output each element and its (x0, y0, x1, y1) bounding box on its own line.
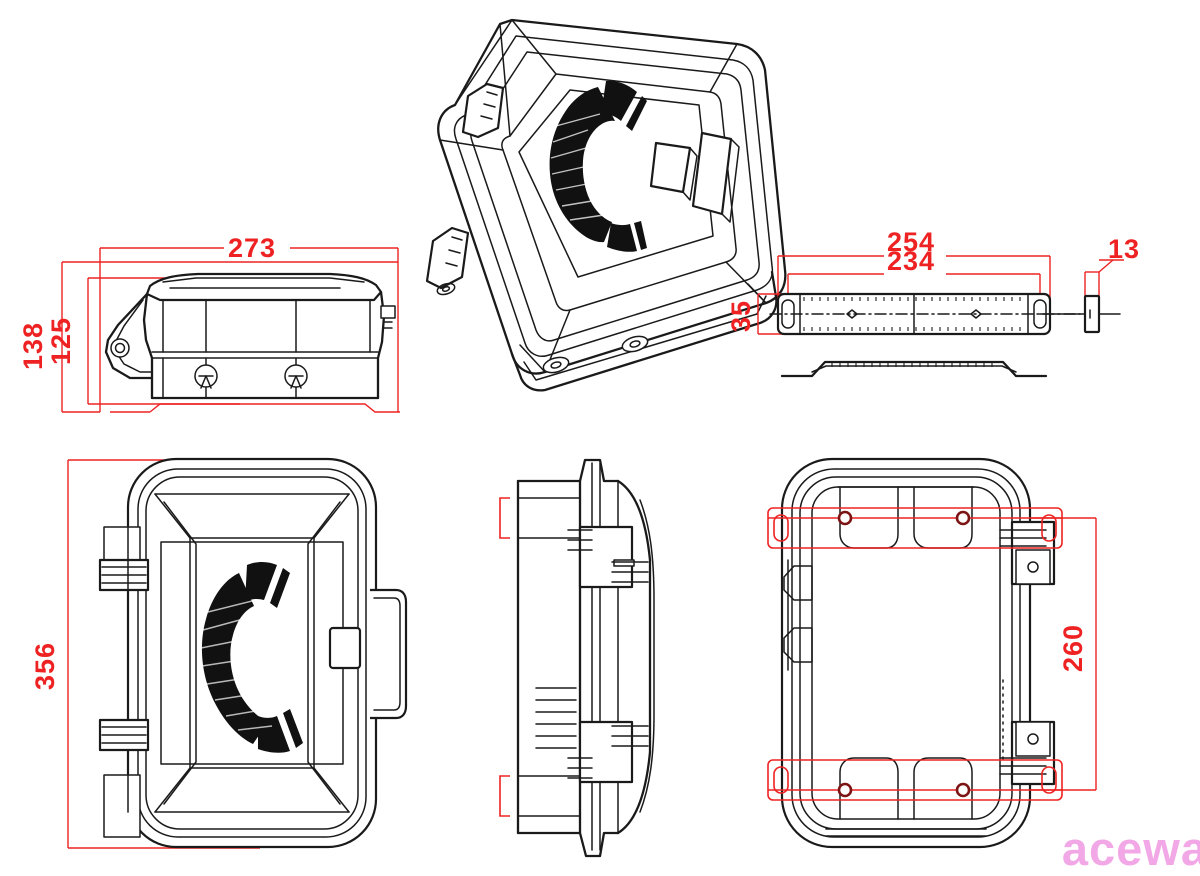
door-handle-right (370, 588, 408, 720)
mounting-hole-band-bottom (767, 759, 1063, 801)
base-reference-line (110, 403, 400, 413)
rear-hinge-lower (999, 720, 1056, 786)
dimension-273 (99, 247, 399, 412)
door-latch-handle (649, 131, 740, 223)
hinge-lower (567, 720, 649, 784)
hinge-left-lower (98, 718, 150, 838)
dimension-254 (777, 255, 1051, 300)
bracket-thickness-part (1039, 294, 1121, 334)
dimension-13-label: 13 (1108, 234, 1140, 264)
view-side-section: 273 138 125 (18, 233, 400, 413)
handset-symbol-isometric (549, 80, 647, 252)
watermark-acewa: acewa (1061, 822, 1200, 875)
view-isometric (425, 18, 787, 392)
hinge-lug-lower-left (425, 226, 470, 296)
hinge-left-upper (98, 526, 150, 592)
vent-louvres (535, 687, 577, 749)
view-mounting-bracket: 254 234 35 13 (726, 227, 1140, 378)
ref-marker-bottom (499, 775, 510, 817)
handset-symbol-front (201, 562, 303, 753)
dimension-138 (61, 261, 100, 413)
view-rear: 260 (767, 457, 1097, 849)
view-right-side (499, 458, 655, 858)
hinge-upper (567, 525, 649, 589)
latch-knob-left (194, 364, 218, 389)
dimension-254-label: 254 (887, 227, 935, 257)
dimension-35-label: 35 (726, 300, 756, 332)
dimension-356-label: 356 (30, 642, 60, 690)
latch-knob-right (284, 364, 308, 389)
dimension-273-label: 273 (228, 233, 276, 263)
dimension-138-label: 138 (18, 322, 48, 370)
dimension-13 (1084, 259, 1124, 296)
bracket-plan (769, 292, 1081, 336)
view-front: 356 (30, 457, 408, 849)
enclosure-front-outline (98, 457, 408, 849)
side-profile-outline (516, 458, 655, 858)
dimension-260-label: 260 (1058, 624, 1088, 672)
bracket-edge-view (780, 360, 1048, 378)
dimension-125-label: 125 (46, 317, 76, 365)
enclosure-rear-outline (780, 457, 1056, 849)
enclosure-side-profile (104, 272, 396, 400)
rear-hinge-upper (999, 520, 1056, 586)
mounting-hole-band-top (767, 507, 1063, 549)
hinge-lug-upper-left (461, 82, 505, 139)
dimension-234-label: 234 (887, 246, 935, 276)
ref-marker-top (499, 497, 510, 539)
